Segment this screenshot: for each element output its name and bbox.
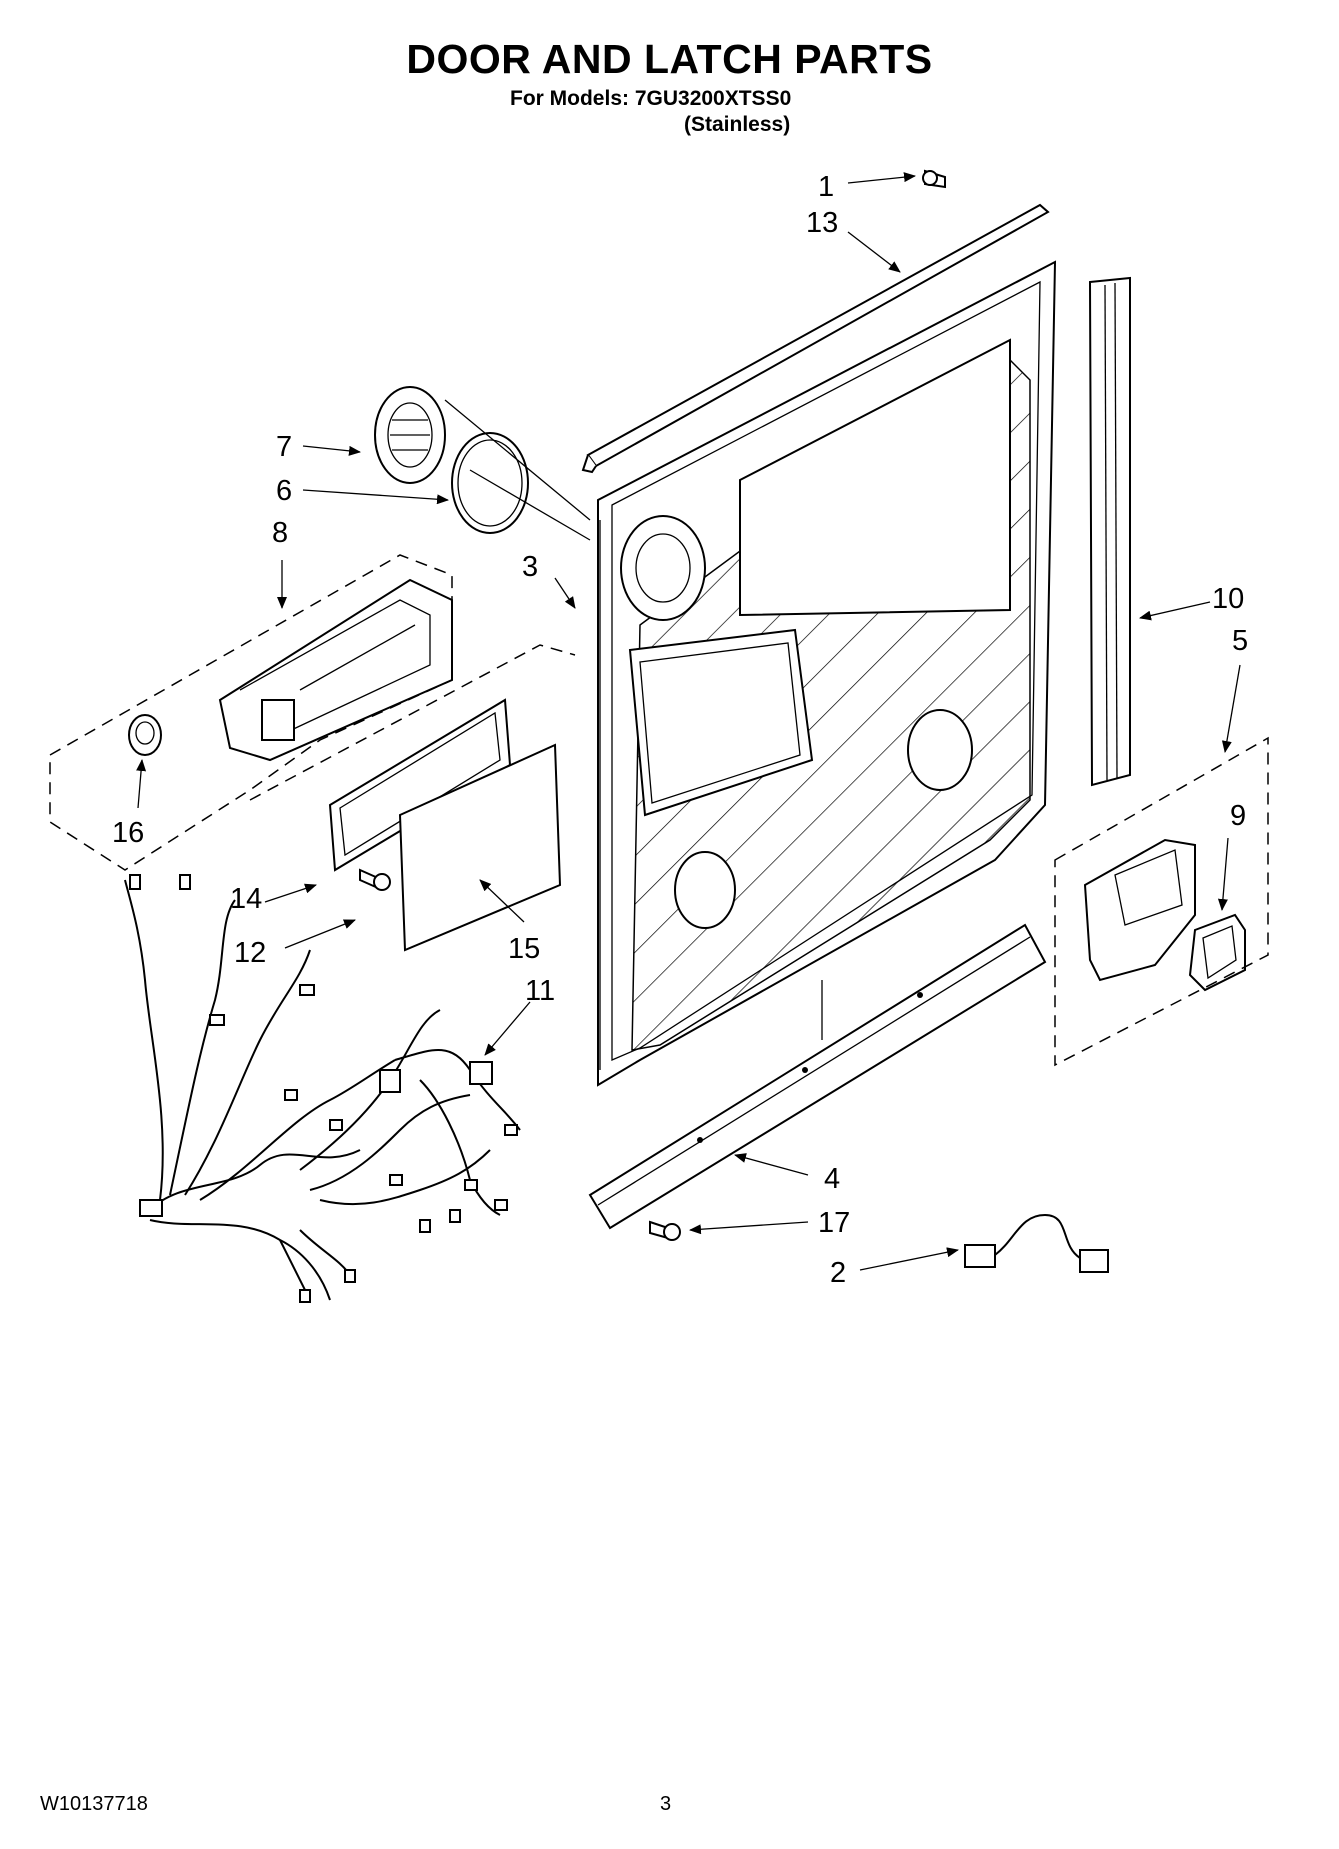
vent-gasket-part-6 xyxy=(451,432,529,534)
variant-line: (Stainless) xyxy=(684,113,791,136)
callout-17: 17 xyxy=(818,1207,850,1239)
screw-part-12 xyxy=(359,868,391,891)
callout-12: 12 xyxy=(234,937,266,969)
callout-15: 15 xyxy=(508,933,540,965)
callout-14: 14 xyxy=(230,883,262,915)
callout-11: 11 xyxy=(525,975,555,1007)
vent-cover-part-7 xyxy=(374,386,446,484)
latch-bracket-part-5 xyxy=(1083,838,1196,982)
callout-1: 1 xyxy=(818,171,834,203)
callout-8: 8 xyxy=(272,517,288,549)
screw-part-17 xyxy=(649,1220,681,1241)
screw-part-1 xyxy=(922,169,946,189)
document-number: W10137718 xyxy=(40,1793,148,1815)
gasket-part-9 xyxy=(1188,913,1246,992)
insulation-shield-part-15 xyxy=(398,743,562,952)
leader-lines xyxy=(136,172,1241,1271)
top-trim-strip xyxy=(581,203,1050,474)
wire-harness-part-11 xyxy=(124,874,521,1303)
page-number: 3 xyxy=(660,1793,672,1815)
callout-7: 7 xyxy=(276,431,292,463)
callout-16: 16 xyxy=(112,817,144,849)
bottom-trim-strip xyxy=(588,923,1047,1230)
latch-bracket-group-outline xyxy=(1054,736,1269,1067)
models-line: For Models: 7GU3200XTSS0 xyxy=(510,87,792,110)
latch-group-outline-lower xyxy=(249,644,576,801)
button-part-16 xyxy=(128,714,162,756)
callout-5: 5 xyxy=(1232,625,1248,657)
wire-jumper-part-2 xyxy=(964,1213,1109,1273)
callout-6: 6 xyxy=(276,475,292,507)
inner-door-panel xyxy=(597,260,1057,1087)
callout-13: 13 xyxy=(806,207,838,239)
latch-group-outline xyxy=(49,554,453,871)
callout-numbers: 1 13 7 6 8 3 10 5 16 9 14 12 15 11 4 17 … xyxy=(112,171,1248,1289)
callout-4: 4 xyxy=(824,1163,840,1195)
page-title: DOOR AND LATCH PARTS xyxy=(406,36,933,82)
callout-3: 3 xyxy=(522,551,538,583)
callout-10: 10 xyxy=(1212,583,1244,615)
side-trim-strip xyxy=(1088,276,1131,787)
callout-2: 2 xyxy=(830,1257,846,1289)
callout-9: 9 xyxy=(1230,800,1246,832)
